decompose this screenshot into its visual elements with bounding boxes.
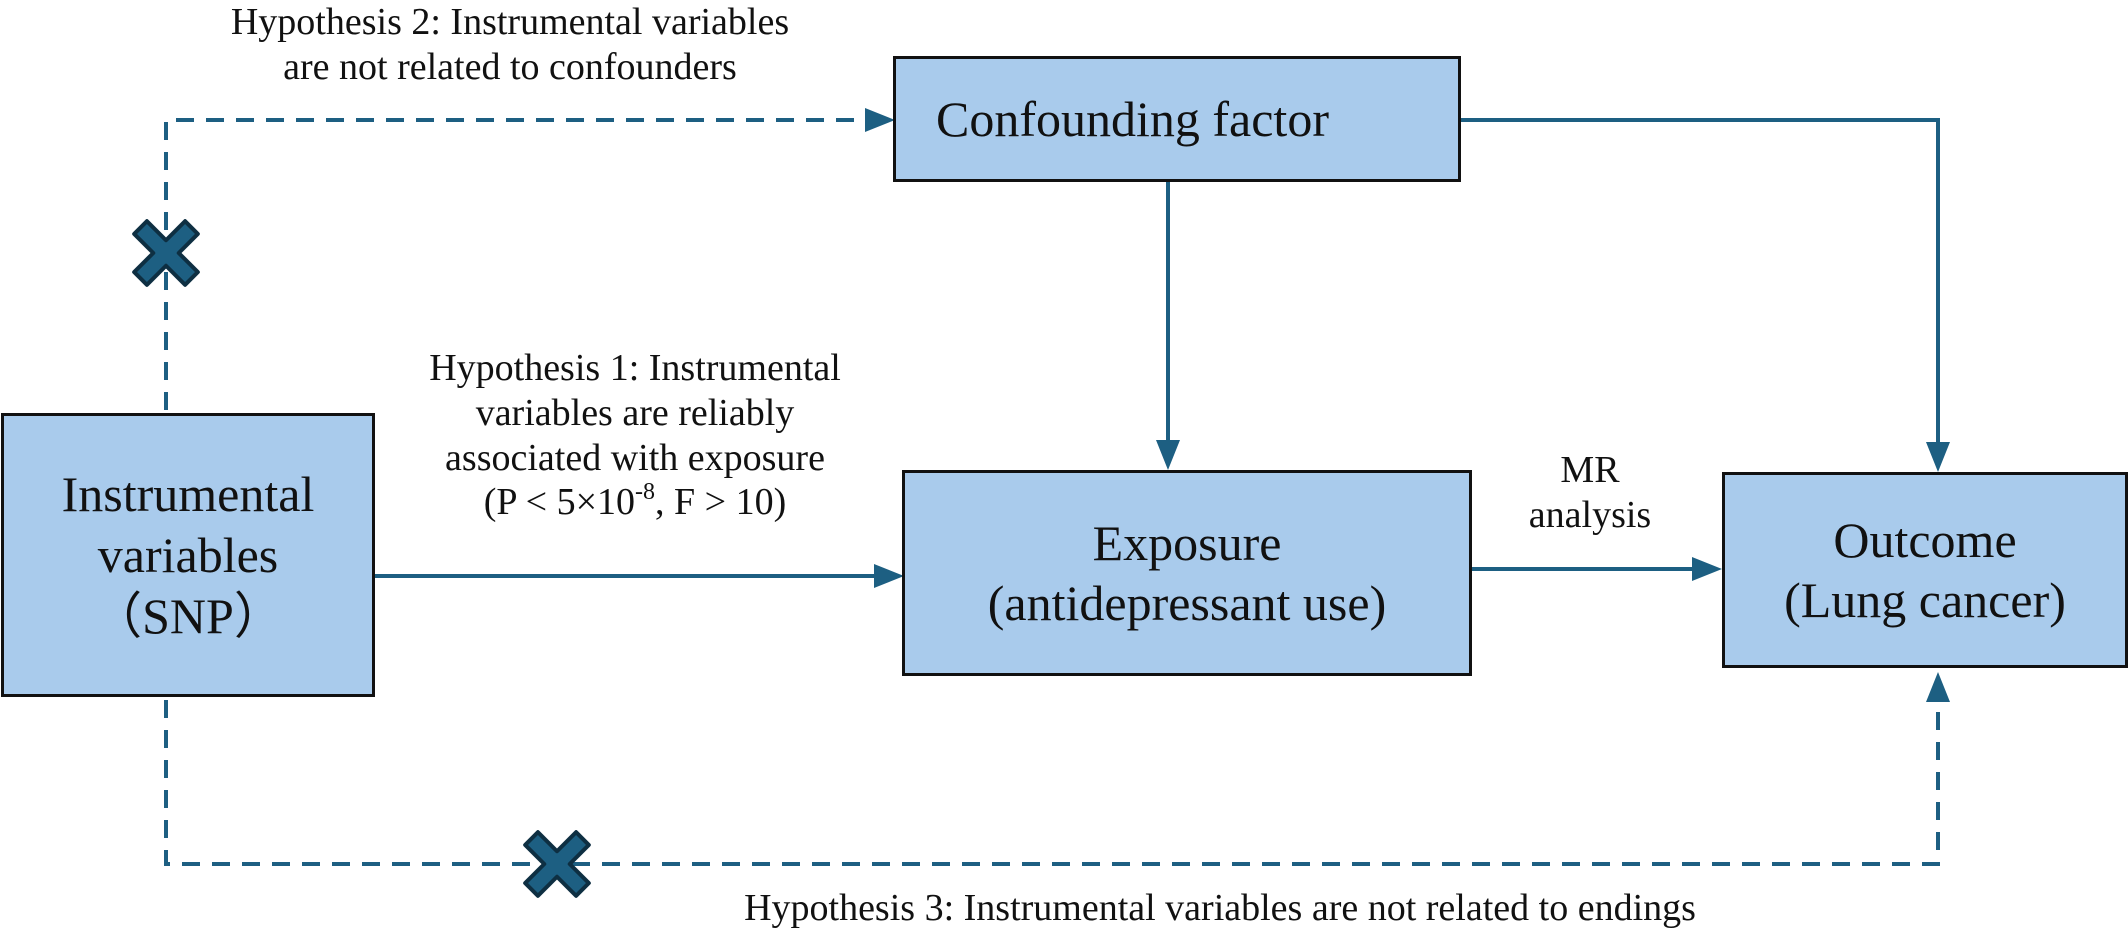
hypothesis-1-line1: Hypothesis 1: Instrumental (429, 347, 841, 389)
arrowhead-icon (1156, 440, 1180, 470)
arrowhead-icon (874, 564, 904, 588)
arrow-confounding-to-outcome (1461, 118, 1940, 447)
confounding-factor-box: Confounding factor (893, 56, 1461, 182)
hypothesis-2-line1: Hypothesis 2: Instrumental variables (230, 1, 790, 43)
hypothesis-1-line4-pre: (P < 5×10 (483, 481, 636, 524)
hypothesis-2-label: Hypothesis 2: Instrumental variables are… (100, 0, 920, 90)
hypothesis-1-line4-post: , F > 10) (655, 481, 787, 524)
mr-analysis-label: MR analysis (1490, 448, 1690, 538)
confounding-label: Confounding factor (936, 91, 1329, 147)
hypothesis-1-label: Hypothesis 1: Instrumental variables are… (360, 346, 910, 525)
outcome-line1: Outcome (1833, 512, 2017, 568)
hypothesis-1-line4: (P < 5×10-8, F > 10) (360, 480, 910, 525)
cross-icon (132, 219, 200, 287)
hypothesis-1-exponent: -8 (635, 478, 656, 505)
exposure-line1: Exposure (1092, 515, 1282, 571)
dashed-arrow-to-confounding (164, 118, 868, 410)
hypothesis-2-line2: are not related to confounders (283, 45, 737, 88)
mr-line1: MR (1560, 449, 1620, 491)
exposure-box: Exposure (antidepressant use) (902, 470, 1472, 676)
instrumental-line2: variables (97, 526, 279, 583)
mr-line2: analysis (1528, 493, 1652, 536)
outcome-line2: (Lung cancer) (1784, 572, 2066, 628)
hypothesis-1-line2: variables are reliably (475, 391, 795, 434)
hypothesis-3-text: Hypothesis 3: Instrumental variables are… (744, 887, 1696, 929)
cross-icon (523, 830, 591, 898)
dashed-arrow-to-outcome (164, 700, 1940, 866)
arrowhead-icon (1926, 672, 1950, 702)
arrowhead-icon (1926, 442, 1950, 472)
outcome-box: Outcome (Lung cancer) (1722, 472, 2128, 668)
instrumental-line3: （SNP） (92, 587, 284, 644)
hypothesis-3-label: Hypothesis 3: Instrumental variables are… (560, 886, 1880, 931)
instrumental-variables-box: Instrumental variables （SNP） (1, 413, 375, 697)
arrowhead-icon (865, 108, 895, 132)
exposure-line2: (antidepressant use) (987, 575, 1387, 631)
arrowhead-icon (1692, 557, 1722, 581)
instrumental-line1: Instrumental (61, 465, 315, 522)
hypothesis-1-line3: associated with exposure (445, 436, 825, 479)
